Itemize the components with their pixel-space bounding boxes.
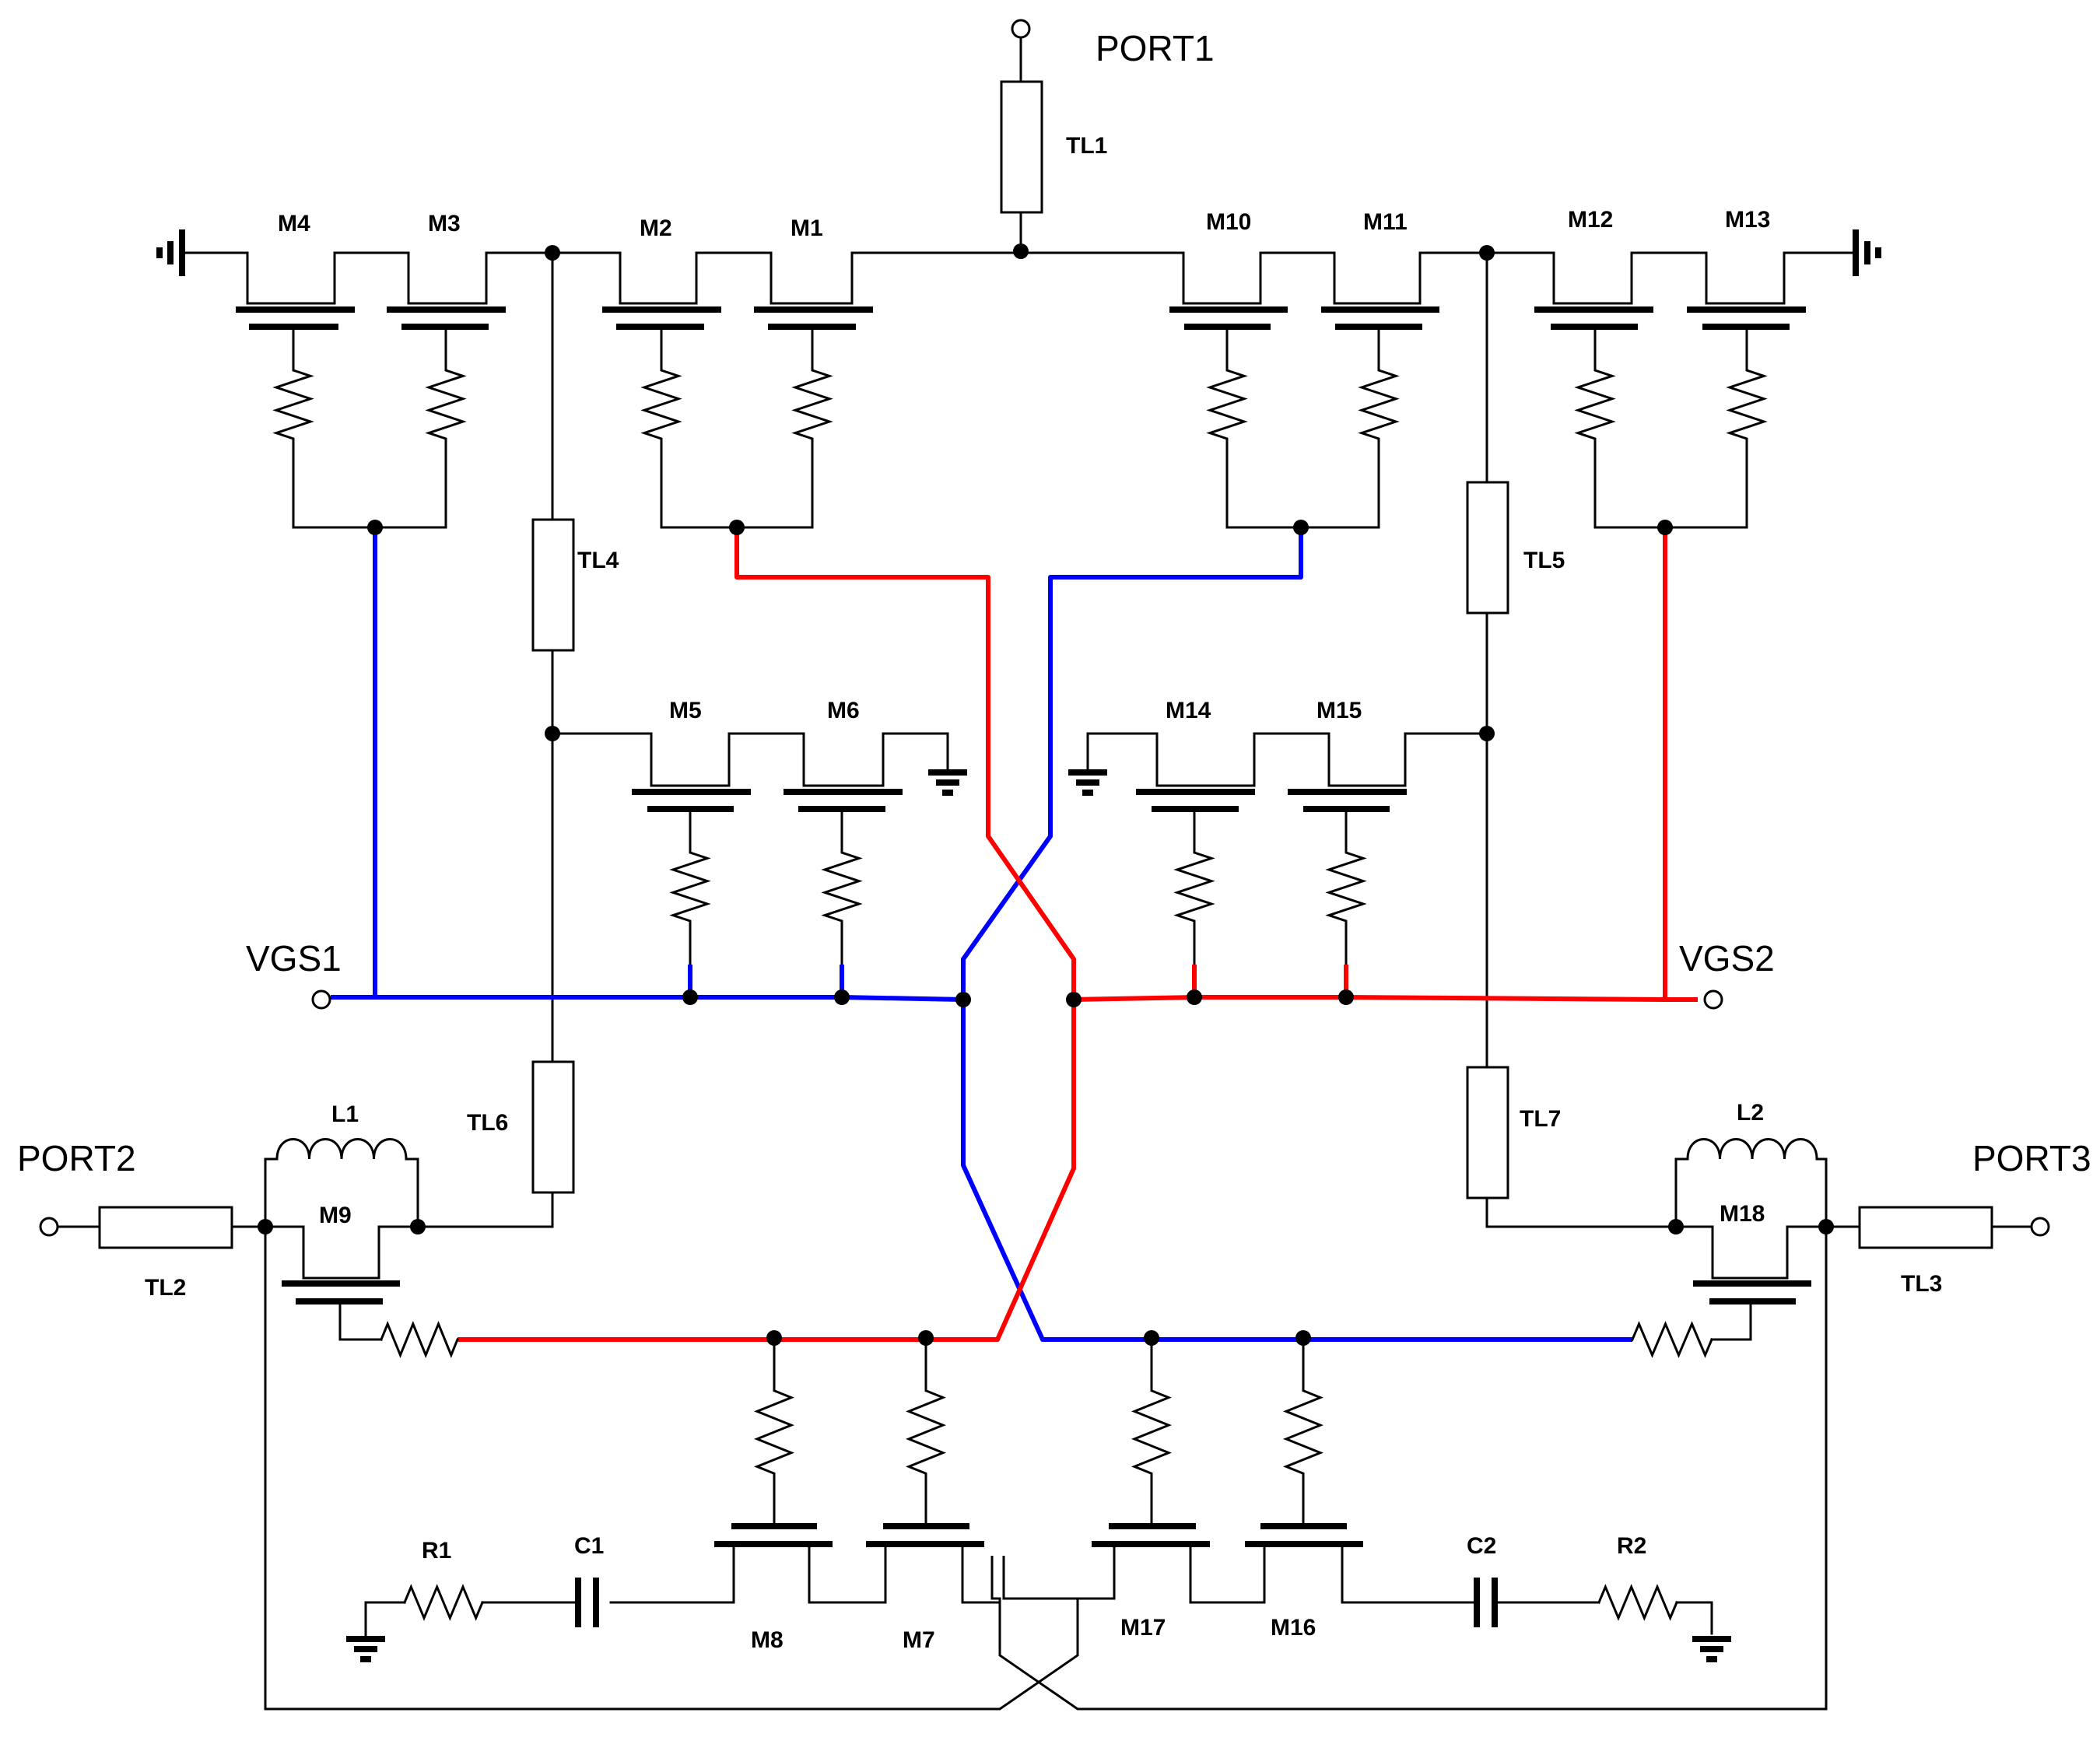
top-gate-resistors	[272, 325, 1768, 529]
vgs1-terminal	[311, 989, 331, 1010]
c1-label: C1	[574, 1533, 604, 1559]
m5-gate-resistor	[669, 807, 711, 966]
m13-label: M13	[1725, 207, 1770, 233]
m8-gate-resistor	[753, 1336, 795, 1528]
m2-gate-resistor	[640, 325, 682, 484]
m10-label: M10	[1206, 209, 1251, 235]
r2-label: R2	[1617, 1533, 1646, 1559]
m12-gate-resistor	[1574, 325, 1616, 484]
tl1-label: TL1	[1066, 133, 1107, 159]
m3-gate-resistor	[425, 325, 467, 484]
m10-gate-resistor	[1206, 325, 1248, 484]
tl1-element	[1000, 80, 1043, 214]
tl2-label: TL2	[145, 1275, 186, 1301]
port2-label: PORT2	[17, 1138, 136, 1178]
m8-label: M8	[751, 1627, 784, 1653]
r1-resistor	[403, 1584, 484, 1621]
l2-label: L2	[1737, 1100, 1764, 1126]
tl5-label: TL5	[1523, 548, 1565, 573]
top-left-transistor-chain	[156, 229, 1022, 330]
m9-label: M9	[319, 1203, 352, 1228]
m1-label: M1	[791, 215, 823, 241]
m7-gate-resistor	[905, 1336, 947, 1528]
m17-label: M17	[1120, 1615, 1166, 1641]
m4-label: M4	[278, 211, 310, 236]
middle-left-transistor-chain	[551, 732, 967, 812]
port3-branch	[990, 1138, 2050, 1711]
m5-label: M5	[669, 698, 702, 723]
m6-label: M6	[827, 698, 860, 723]
port3-label: PORT3	[1972, 1138, 2091, 1178]
tl4-element	[531, 518, 575, 652]
l2-inductor	[1686, 1138, 1818, 1161]
top-right-transistor-chain	[1019, 229, 1881, 330]
vgs1-bias-net	[331, 527, 1632, 1342]
m1-gate-resistor	[791, 325, 833, 484]
tl3-label: TL3	[1901, 1271, 1942, 1297]
m13-gate-resistor	[1726, 325, 1768, 484]
l1-label: L1	[331, 1101, 359, 1127]
m11-label: M11	[1363, 209, 1408, 235]
m11-gate-resistor	[1358, 325, 1400, 484]
junction-dots	[258, 243, 1834, 1346]
vgs1-label: VGS1	[246, 938, 342, 979]
m9-m18-gate-resistors	[364, 1321, 1713, 1621]
tl7-label: TL7	[1520, 1106, 1561, 1132]
middle-right-transistor-chain	[1068, 732, 1488, 812]
r2-resistor	[1597, 1584, 1678, 1621]
bottom-gate-resistors	[753, 1336, 1324, 1528]
m15-gate-resistor	[1325, 807, 1367, 966]
m17-gate-resistor	[1131, 1336, 1173, 1528]
port2-branch	[39, 1138, 1079, 1711]
tl3-element	[1858, 1206, 1993, 1249]
port1-terminal	[1000, 19, 1043, 251]
m3-label: M3	[428, 211, 461, 236]
r1-label: R1	[422, 1538, 451, 1564]
m2-label: M2	[640, 215, 672, 241]
tl4-label: TL4	[577, 548, 619, 573]
tl7-element	[1466, 1066, 1509, 1199]
vgs2-terminal	[1703, 989, 1723, 1010]
component-labels: M4 M3 M2 M1 M10 M11 M12 M13 M5 M6 M14 M1…	[278, 207, 1770, 1653]
vgs2-bias-net	[458, 527, 1698, 1342]
m16-gate-resistor	[1282, 1336, 1324, 1528]
vgs2-label: VGS2	[1679, 938, 1775, 979]
tl2-element	[98, 1206, 233, 1249]
m12-label: M12	[1568, 207, 1613, 233]
m14-label: M14	[1166, 698, 1211, 723]
tl6-element	[531, 1060, 575, 1194]
bottom-left-transistor-chain	[346, 1523, 1001, 1662]
bottom-right-transistor-chain	[1076, 1523, 1731, 1662]
right-vertical-line	[1466, 253, 1676, 1228]
m4-gate-resistor	[272, 325, 314, 484]
m18-gate-resistor	[1631, 1321, 1713, 1358]
c2-label: C2	[1467, 1533, 1496, 1559]
m9-gate-resistor	[380, 1321, 459, 1358]
tl5-element	[1466, 481, 1509, 615]
middle-gate-resistors	[669, 807, 1367, 966]
port1-label: PORT1	[1096, 28, 1215, 68]
l1-inductor	[275, 1138, 408, 1161]
m18-label: M18	[1720, 1201, 1765, 1227]
m6-gate-resistor	[821, 807, 863, 966]
m7-label: M7	[903, 1627, 935, 1653]
m14-gate-resistor	[1173, 807, 1215, 966]
left-vertical-line	[418, 253, 575, 1228]
tl6-label: TL6	[467, 1110, 508, 1136]
m15-label: M15	[1316, 698, 1362, 723]
m16-label: M16	[1271, 1615, 1316, 1641]
